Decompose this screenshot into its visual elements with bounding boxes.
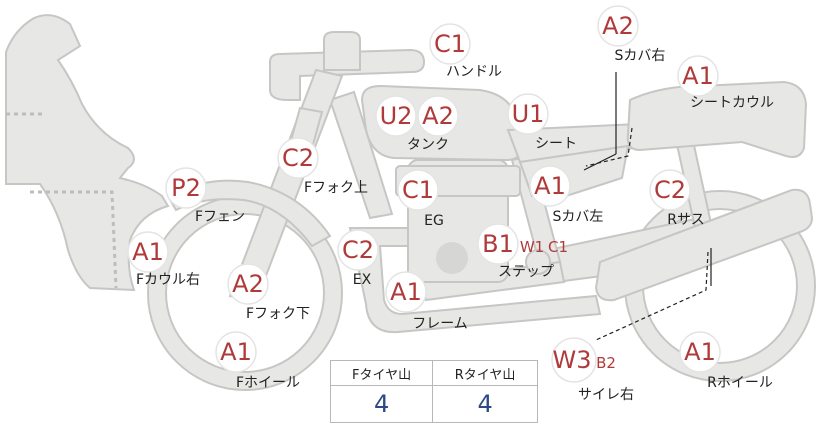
label-step: ステップ — [498, 264, 554, 280]
grade-badge-fork-lower: A2 — [227, 263, 269, 305]
label-seat-cover-r: Sカバ右 — [615, 48, 666, 64]
grade-badge-exhaust: C2 — [337, 229, 379, 271]
front-fairing — [5, 14, 170, 292]
grade-silencer-r-2: B2 — [596, 354, 616, 372]
grade-tank-1: U2 — [380, 102, 413, 130]
front-tread-header: Fタイヤ山 — [329, 360, 434, 386]
label-seat: シート — [535, 136, 577, 152]
grade-fork-lower: A2 — [232, 270, 264, 298]
grade-seat: U1 — [512, 100, 545, 128]
grade-badge-seat-cover-l: A1 — [529, 165, 571, 207]
grade-badge-handle: C1 — [429, 23, 471, 65]
label-front-fender: Fフェン — [195, 209, 245, 225]
grade-badge-seat-cover-r: A2 — [597, 5, 639, 47]
label-engine: EG — [424, 213, 444, 229]
grade-rear-susp: C2 — [654, 176, 686, 204]
grade-badge-tank: U2 A2 — [375, 95, 459, 137]
front-fender — [166, 179, 332, 248]
rear-tread-value: 4 — [432, 385, 538, 423]
grade-step-2: W1 — [520, 238, 544, 256]
grade-badge-fork-upper: C2 — [277, 137, 319, 179]
grade-badge-front-fender: P2 — [165, 167, 207, 209]
seat-cowl — [626, 80, 808, 158]
grade-badge-rear-susp: C2 — [649, 169, 691, 211]
grade-badge-engine: C1 — [397, 169, 439, 211]
grade-handle: C1 — [434, 30, 466, 58]
handlebar — [269, 48, 426, 101]
grade-badge-seat-cowl: A1 — [677, 55, 719, 97]
grade-front-cowl-r: A1 — [132, 238, 164, 266]
label-exhaust: EX — [353, 272, 372, 288]
label-fork-upper: Fフォク上 — [304, 180, 368, 196]
grade-seat-cover-r: A2 — [602, 12, 634, 40]
grade-badge-front-wheel: A1 — [215, 331, 257, 373]
silencer — [594, 188, 814, 302]
grade-seat-cover-l: A1 — [534, 172, 566, 200]
grade-badge-frame: A1 — [385, 271, 427, 313]
frame-rails — [328, 90, 394, 220]
bike-silhouette — [5, 14, 816, 391]
label-rear-susp: Rサス — [667, 212, 704, 228]
step-peg — [525, 249, 551, 275]
label-rear-wheel: Rホイール — [707, 375, 773, 391]
grade-step-1: B1 — [482, 230, 514, 258]
label-frame: フレーム — [412, 316, 468, 332]
tire-tread-table: Fタイヤ山 Rタイヤ山 4 4 — [329, 360, 538, 423]
grade-silencer-r-1: W3 — [553, 346, 592, 374]
grade-badge-rear-wheel: A1 — [679, 331, 721, 373]
grade-fork-upper: C2 — [282, 144, 314, 172]
label-fork-lower: Fフォク下 — [246, 306, 310, 322]
exhaust-pipe — [348, 227, 602, 334]
grade-step-3: C1 — [548, 238, 568, 256]
label-seat-cowl: シートカウル — [690, 95, 774, 111]
grade-front-fender: P2 — [171, 174, 201, 202]
label-front-cowl-r: Fカウル右 — [136, 272, 200, 288]
grade-badge-front-cowl-r: A1 — [127, 231, 169, 273]
grade-badge-step: B1 W1 C1 — [477, 223, 568, 265]
label-tank: タンク — [407, 137, 449, 153]
front-tread-value: 4 — [329, 385, 434, 423]
grade-seat-cowl: A1 — [682, 62, 714, 90]
grade-engine: C1 — [402, 176, 434, 204]
label-front-wheel: Fホイール — [236, 375, 300, 391]
grade-badge-seat: U1 — [507, 93, 549, 135]
grade-badge-silencer-r: W3 B2 — [551, 337, 616, 383]
grade-frame: A1 — [390, 278, 422, 306]
grade-tank-2: A2 — [422, 102, 454, 130]
grade-rear-wheel: A1 — [684, 338, 716, 366]
label-silencer-r: サイレ右 — [578, 387, 634, 403]
grade-front-wheel: A1 — [220, 338, 252, 366]
front-wheel — [149, 197, 341, 389]
label-handle: ハンドル — [446, 64, 502, 80]
rear-tread-header: Rタイヤ山 — [432, 360, 538, 386]
label-seat-cover-l: Sカバ左 — [553, 209, 604, 225]
grade-exhaust: C2 — [342, 236, 374, 264]
